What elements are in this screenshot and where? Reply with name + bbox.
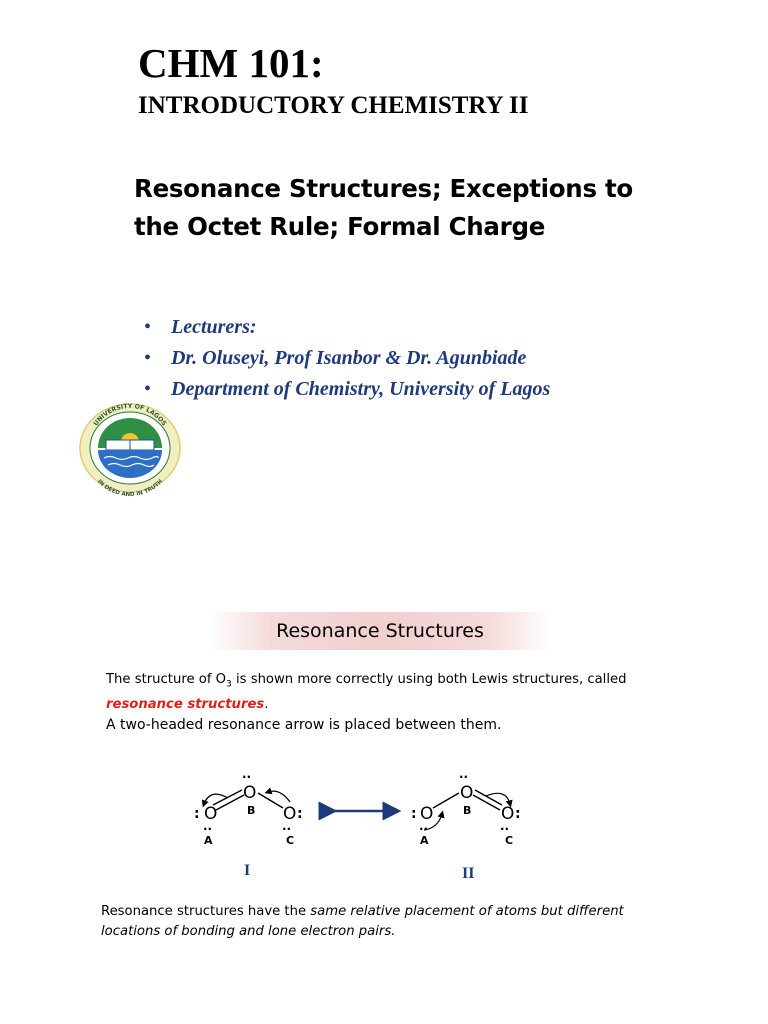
- resonance-structure-2: O : ·· O ·· O : ·· B A: [411, 770, 521, 882]
- summary-text-italic: same relative placement of atoms but dif…: [101, 904, 624, 939]
- topic-title-line-2: the Octet Rule; Formal Charge: [134, 212, 546, 241]
- atom-label-c: C: [505, 834, 513, 847]
- lone-pair-dots: ··: [459, 770, 468, 784]
- arrow-sentence: A two-headed resonance arrow is placed b…: [106, 716, 502, 733]
- bullet-icon: •: [144, 378, 152, 400]
- course-code: CHM 101:: [138, 40, 324, 86]
- lone-pair-dots: :: [194, 806, 200, 822]
- lone-pair-dots: :: [411, 806, 417, 822]
- lone-pair-dots: ··: [242, 770, 251, 784]
- bullet-text: Department of Chemistry, University of L…: [171, 378, 551, 400]
- bullet-icon: •: [144, 347, 152, 369]
- intro-text-start: The structure of O: [106, 672, 227, 687]
- bullet-text: Dr. Oluseyi, Prof Isanbor & Dr. Agunbiad…: [171, 347, 527, 369]
- bullet-icon: •: [144, 316, 152, 338]
- ozone-resonance-diagram: O : ·· O ·· O : ·· B A: [194, 770, 521, 882]
- list-item: • Dr. Oluseyi, Prof Isanbor & Dr. Agunbi…: [144, 343, 550, 374]
- ozone-subscript: 3: [226, 679, 232, 690]
- lone-pair-dots: :: [515, 806, 521, 822]
- lone-pair-dots: ··: [419, 822, 428, 836]
- atom-o-center: O: [460, 783, 473, 803]
- atom-label-b: B: [463, 804, 471, 817]
- topic-title-line-1: Resonance Structures; Exceptions to: [134, 174, 633, 203]
- intro-paragraph: The structure of O3 is shown more correc…: [106, 670, 706, 736]
- list-item: • Lecturers:: [144, 312, 550, 343]
- intro-text-end: is shown more correctly using both Lewis…: [231, 672, 627, 687]
- atom-o-right: O: [501, 804, 514, 824]
- structure-label-ii: II: [462, 865, 474, 882]
- lone-pair-dots: ··: [203, 822, 212, 836]
- title-slide: CHM 101: INTRODUCTORY CHEMISTRY II Reson…: [79, 40, 734, 498]
- summary-paragraph: Resonance structures have the same relat…: [101, 902, 661, 942]
- university-crest-icon: UNIVERSITY OF LAGOS IN DEED AND IN TRUTH: [79, 403, 181, 498]
- course-name: INTRODUCTORY CHEMISTRY II: [138, 92, 529, 119]
- bullet-text: Lecturers:: [171, 316, 257, 338]
- atom-o-left: O: [204, 804, 217, 824]
- atom-o-left: O: [420, 804, 433, 824]
- atom-o-right: O: [283, 804, 296, 824]
- atom-o-center: O: [243, 783, 256, 803]
- summary-text-plain: Resonance structures have the: [101, 904, 311, 919]
- atom-label-a: A: [204, 834, 213, 847]
- resonance-slide: Resonance Structures The structure of O3…: [0, 560, 768, 1024]
- atom-label-b: B: [247, 804, 255, 817]
- section-title: Resonance Structures: [276, 620, 484, 642]
- intro-period: .: [264, 696, 269, 712]
- list-item: • Department of Chemistry, University of…: [144, 374, 550, 405]
- resonance-term: resonance structures: [106, 696, 265, 712]
- lone-pair-dots: ··: [282, 822, 291, 836]
- lone-pair-dots: :: [297, 806, 303, 822]
- atom-label-a: A: [420, 834, 429, 847]
- structure-label-i: I: [244, 862, 250, 879]
- lone-pair-dots: ··: [500, 822, 509, 836]
- resonance-structure-1: O : ·· O ·· O : ·· B A: [194, 770, 303, 879]
- atom-label-c: C: [286, 834, 294, 847]
- lecturer-list: • Lecturers: • Dr. Oluseyi, Prof Isanbor…: [144, 312, 550, 405]
- section-banner: Resonance Structures: [210, 612, 550, 650]
- topic-title: Resonance Structures; Exceptions to the …: [134, 170, 734, 246]
